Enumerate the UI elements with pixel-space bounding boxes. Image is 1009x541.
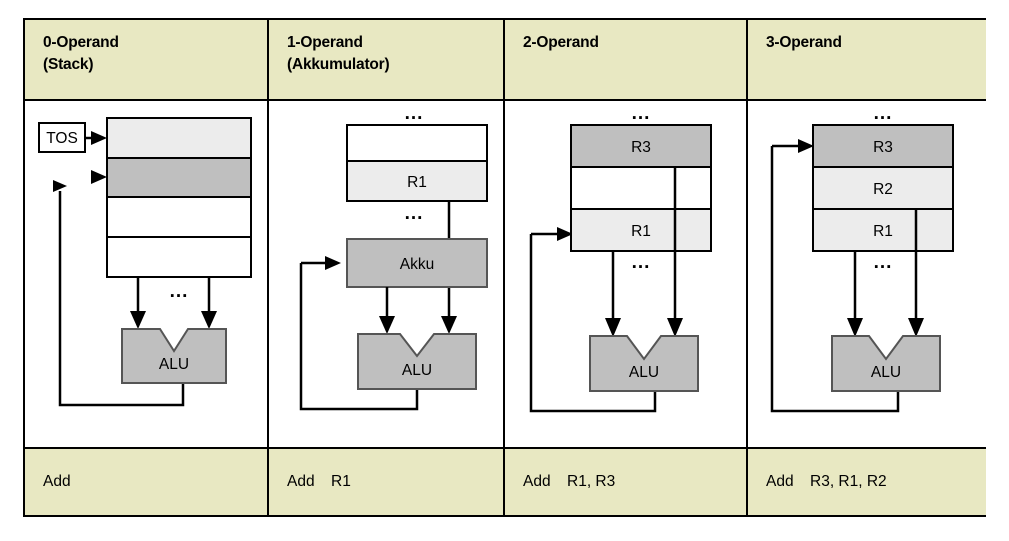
instruction-mnemonic: Add: [287, 473, 315, 490]
register-label-R3: R3: [873, 139, 893, 156]
operand-arrowhead-right: [201, 311, 217, 329]
feedback-arrowhead: [557, 227, 573, 241]
register-cell-R3: [812, 124, 954, 168]
alu-1-operand: ALU: [357, 333, 477, 390]
tos-arrowhead: [91, 131, 107, 145]
diagram-1-operand: ... R1 ... Akku: [267, 99, 503, 447]
stack-push-arrowhead: [91, 170, 107, 184]
register-cell-R2: [812, 166, 954, 210]
register-ellipsis-top: ...: [405, 103, 424, 124]
feedback-path: [529, 234, 657, 413]
tos-label: TOS: [46, 130, 78, 147]
header-title-line2: (Stack): [43, 56, 94, 73]
register-label-R1: R1: [631, 223, 651, 240]
stack-cell-0: [106, 117, 252, 159]
alu-3-operand: ALU: [831, 335, 941, 392]
alu-label: ALU: [629, 364, 659, 381]
operand-arrowhead-left: [130, 311, 146, 329]
tos-pointer: TOS: [38, 122, 107, 153]
operand-arrowhead-left: [605, 318, 621, 337]
alu-shape: [121, 328, 227, 384]
header-title-line1: 0-Operand: [43, 34, 119, 51]
accumulator-label: Akku: [400, 256, 434, 273]
alu-label: ALU: [159, 356, 189, 373]
alu-shape: [357, 333, 477, 390]
register-ellipsis-bottom: ...: [405, 203, 424, 224]
register-cell-R1: [812, 208, 954, 252]
instruction-3-operand: Add R3, R1, R2: [746, 447, 986, 515]
diagram-0-operand: TOS ... ALU: [25, 99, 267, 447]
instruction-mnemonic: Add: [43, 473, 71, 490]
diagram-3-operand: ... R3 R2 R1 ... ALU: [746, 99, 986, 447]
feedback-arrowhead: [53, 180, 67, 192]
register-cell-0: [346, 124, 488, 162]
alu-label: ALU: [871, 364, 901, 381]
register-cell-1: [346, 160, 488, 202]
feedback-path: [58, 191, 185, 407]
register-label-R1: R1: [873, 223, 893, 240]
register-ellipsis-bottom: ...: [874, 252, 893, 273]
register-file: R1: [346, 124, 488, 202]
feedback-path: [299, 263, 419, 411]
alu-shape: [831, 335, 941, 392]
register-file: R3 R1: [570, 124, 712, 252]
instruction-1-operand: Add R1: [267, 447, 503, 515]
instruction-0-operand: Add: [25, 447, 267, 515]
operand-arrowhead-right: [667, 318, 683, 337]
feedback-arrowhead: [798, 139, 814, 153]
column-header-3-operand: 3-Operand: [746, 20, 986, 99]
stack-cell-1: [106, 157, 252, 198]
instruction-2-operand: Add R1, R3: [503, 447, 746, 515]
alu-2-operand: ALU: [589, 335, 699, 392]
register-ellipsis-top: ...: [874, 103, 893, 124]
diagram-2-operand: ... R3 R1 ... ALU: [503, 99, 746, 447]
feedback-path: [770, 146, 900, 413]
alu-0-operand: ALU: [121, 328, 227, 384]
operand-arrowhead-right: [908, 318, 924, 337]
header-title-line1: 2-Operand: [523, 34, 599, 51]
tos-box: [38, 122, 86, 153]
instruction-mnemonic: Add: [766, 473, 794, 490]
register-cell-empty: [570, 166, 712, 210]
stack-cell-3: [106, 236, 252, 278]
column-header-2-operand: 2-Operand: [503, 20, 746, 99]
accumulator: Akku: [346, 238, 488, 288]
column-header-0-operand: 0-Operand (Stack): [25, 20, 267, 99]
register-label-R2: R2: [873, 181, 893, 198]
instruction-operands: R1: [331, 473, 351, 490]
feedback-arrowhead: [325, 256, 341, 270]
register-label-R3: R3: [631, 139, 651, 156]
operand-comparison-table: 0-Operand (Stack) 1-Operand (Akkumulator…: [23, 18, 986, 517]
alu-label: ALU: [402, 362, 432, 379]
instruction-operands: R1, R3: [567, 473, 616, 490]
stack-ellipsis: ...: [170, 281, 189, 302]
operand-arrowhead-left: [379, 316, 395, 334]
header-title-line2: (Akkumulator): [287, 56, 390, 73]
column-header-1-operand: 1-Operand (Akkumulator): [267, 20, 503, 99]
stack-memory: [106, 117, 252, 278]
stack-cell-2: [106, 196, 252, 238]
register-label-R1: R1: [407, 174, 427, 191]
register-ellipsis-top: ...: [632, 103, 651, 124]
instruction-mnemonic: Add: [523, 473, 551, 490]
alu-shape: [589, 335, 699, 392]
instruction-operands: R3, R1, R2: [810, 473, 887, 490]
operand-arrowhead-right: [441, 316, 457, 334]
header-title-line1: 1-Operand: [287, 34, 363, 51]
register-cell-R1: [570, 208, 712, 252]
header-title-line1: 3-Operand: [766, 34, 842, 51]
register-ellipsis-bottom: ...: [632, 252, 651, 273]
register-file: R3 R2 R1: [812, 124, 954, 252]
operand-arrowhead-left: [847, 318, 863, 337]
accumulator-box: [346, 238, 488, 288]
